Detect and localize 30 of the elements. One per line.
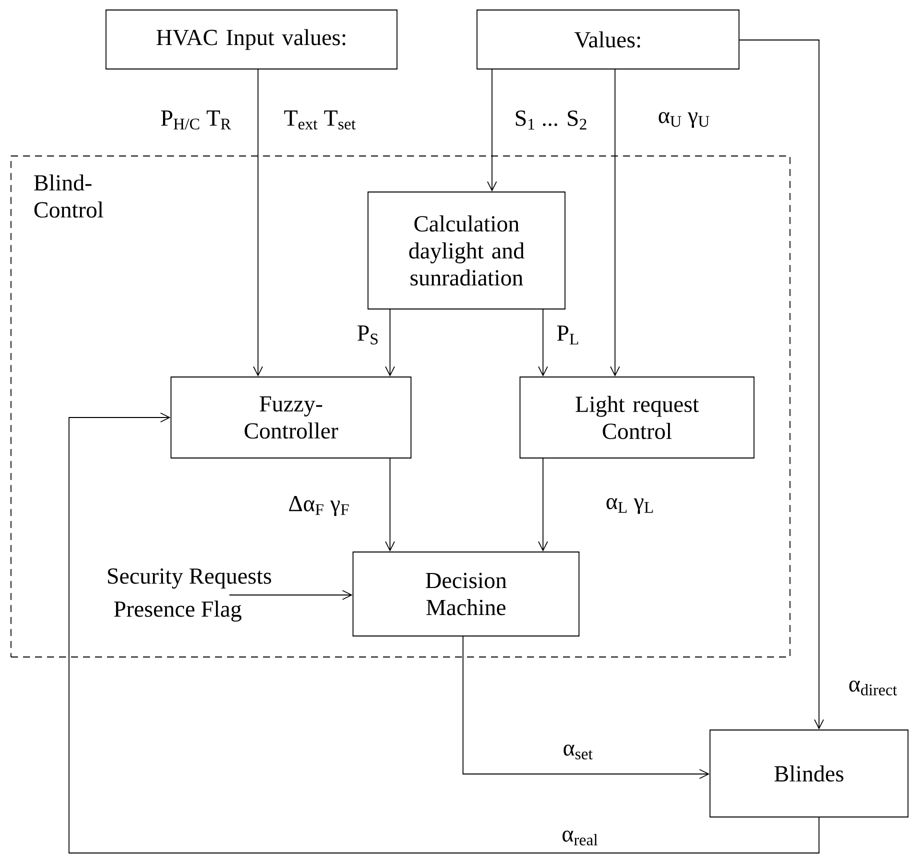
arrow	[610, 69, 620, 377]
edge-label: α$_{set}$	[564, 744, 593, 760]
arrow	[385, 309, 395, 377]
arrow	[462, 636, 710, 779]
input-box: HVAC Input values:	[106, 10, 398, 70]
edge-label: S$_{1}$ ... S$_{2}$	[516, 110, 586, 130]
edge-label: α$_{U}$ γ$_{U}$	[658, 112, 710, 128]
edge-label: α$_{direct}$	[849, 680, 898, 696]
arrow	[487, 69, 497, 192]
input-label: Security Requests Presence Flag	[108, 568, 272, 622]
signal-label: T$_{ext}$ T$_{set}$	[284, 110, 356, 130]
process-box: Decision Machine	[352, 552, 580, 636]
edge-label: P$_{L}$	[557, 326, 578, 344]
edge-label: Δα$_{F}$ γ$_{F}$	[289, 496, 349, 516]
process-box: Fuzzy- Controller	[170, 376, 412, 458]
arrow	[253, 69, 263, 377]
edge-label: P$_{S}$	[358, 326, 378, 344]
process-box: Light request Control	[520, 376, 754, 458]
edge-label: α$_{L}$ γ$_{L}$	[606, 498, 653, 514]
arrow	[228, 590, 353, 600]
arrow	[538, 458, 548, 552]
process-box: Blindes	[710, 730, 908, 818]
signal-label: P$_{H/C}$ T$_{R}$	[161, 110, 232, 130]
arrow	[68, 412, 820, 854]
arrow	[739, 40, 824, 730]
arrow	[385, 458, 395, 552]
edge-label: α$_{real}$	[562, 830, 598, 846]
input-box: Values:	[476, 10, 740, 70]
process-box: Calculation daylight and sunradiation	[368, 192, 566, 310]
arrow	[538, 309, 548, 377]
